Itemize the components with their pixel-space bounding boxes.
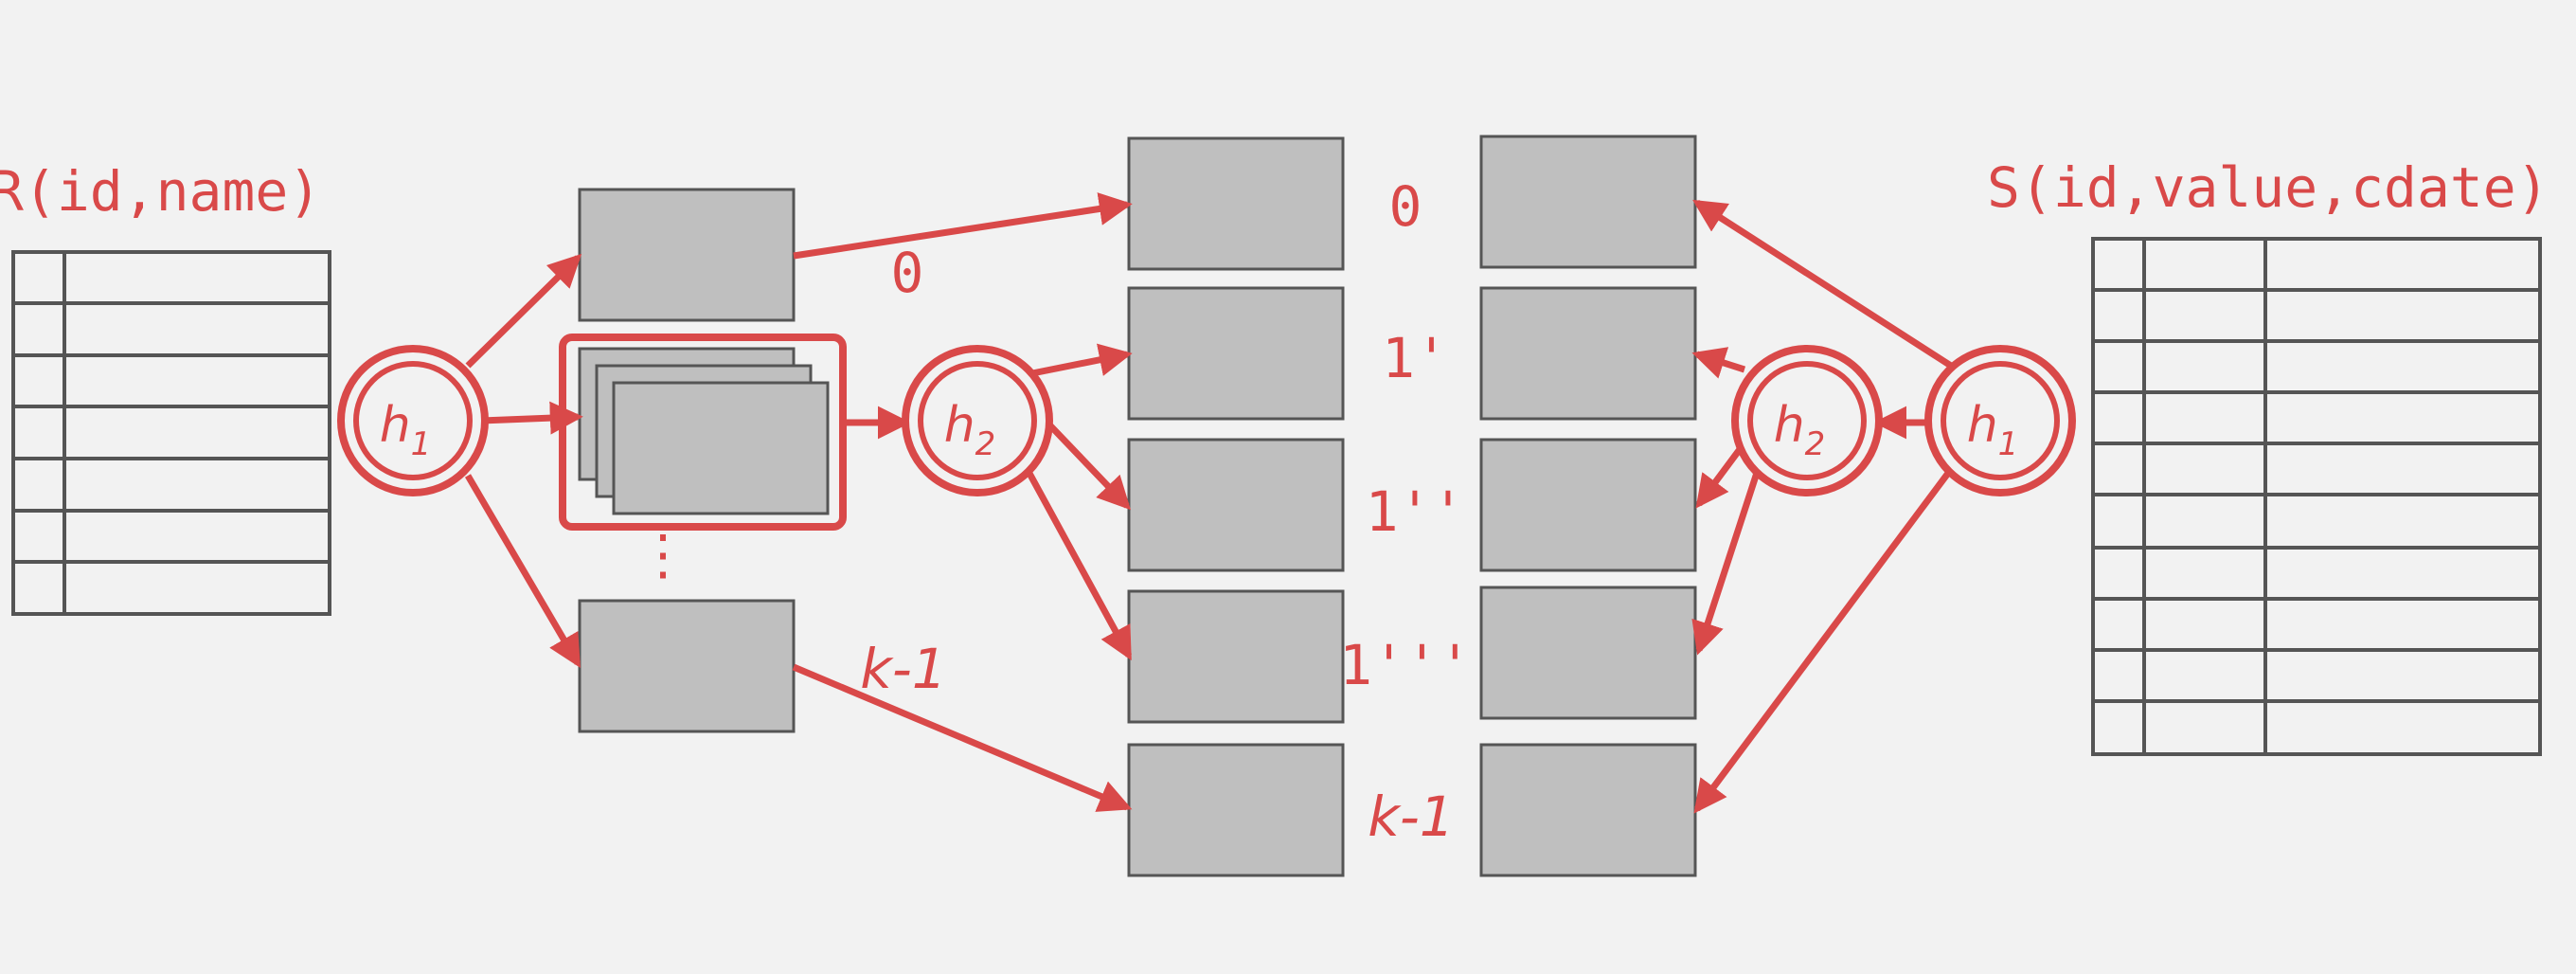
left-h1-letter: h bbox=[380, 397, 411, 454]
bucket-r-1pp bbox=[1127, 438, 1345, 572]
right-h1-subscript: 1 bbox=[1998, 425, 2019, 463]
right-h2-subscript: 2 bbox=[1805, 425, 1826, 463]
svg-text:h2: h2 bbox=[1774, 397, 1826, 463]
svg-text:h1: h1 bbox=[380, 397, 432, 463]
bucket-r-1p bbox=[1127, 286, 1345, 421]
left-h2-letter: h bbox=[944, 397, 975, 454]
partition-k-1-box bbox=[578, 599, 796, 733]
partition-0-box bbox=[578, 188, 796, 322]
partition-label-0: 0 bbox=[891, 241, 924, 305]
bucket-s-1p bbox=[1479, 286, 1697, 421]
table-s bbox=[2091, 237, 2542, 756]
table-r bbox=[11, 250, 331, 616]
bucket-s-0 bbox=[1479, 135, 1697, 269]
left-h1-subscript: 1 bbox=[411, 425, 432, 463]
right-h1-letter: h bbox=[1967, 397, 1998, 454]
svg-text:h2: h2 bbox=[944, 397, 996, 463]
bucket-label-1ppp: 1''' bbox=[1339, 633, 1472, 697]
partition-ellipsis: ⋮ bbox=[635, 522, 690, 586]
left-h1-node: h1 bbox=[337, 345, 489, 496]
left-h2-node: h2 bbox=[902, 345, 1053, 496]
right-h1-node: h1 bbox=[1924, 345, 2076, 496]
svg-text:h1: h1 bbox=[1967, 397, 2019, 463]
bucket-label-1p: 1' bbox=[1382, 326, 1448, 390]
bucket-r-1ppp bbox=[1127, 589, 1345, 724]
bucket-r-k-1 bbox=[1127, 743, 1345, 877]
bucket-s-k-1 bbox=[1479, 743, 1697, 877]
relation-r-label: R(id,name) bbox=[0, 159, 321, 224]
bucket-label-0: 0 bbox=[1389, 174, 1422, 239]
bucket-s-1pp bbox=[1479, 438, 1697, 572]
left-h2-subscript: 2 bbox=[975, 425, 996, 463]
arrows bbox=[464, 192, 1953, 814]
right-h2-letter: h bbox=[1774, 397, 1805, 454]
bucket-label-k-1: k-1 bbox=[1368, 785, 1454, 849]
partition-label-k-1: k-1 bbox=[860, 637, 946, 701]
right-h2-node: h2 bbox=[1731, 345, 1883, 496]
bucket-r-0 bbox=[1127, 136, 1345, 271]
partition-overflow-page-3 bbox=[612, 381, 830, 515]
relation-s-label: S(id,value,cdate) bbox=[1987, 155, 2549, 220]
bucket-s-1ppp bbox=[1479, 586, 1697, 720]
bucket-label-1pp: 1'' bbox=[1366, 479, 1465, 544]
